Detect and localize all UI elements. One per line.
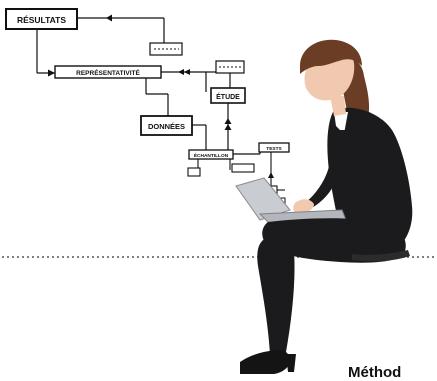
node-tests: TESTS [258,142,290,153]
connector-echantillon-tests [233,150,261,155]
echantillon-sub-boxes [187,159,255,177]
dashed-placeholder-top [149,42,183,56]
node-etude-label: ÉTUDE [216,92,240,101]
node-donnees-label: DONNÉES [148,122,185,131]
connector-donnees-echantillon [192,124,207,150]
node-representativite: REPRÉSENTATIVITÉ [54,65,162,79]
connector-resultats-right [77,14,165,43]
node-tests-label: TESTS [266,146,282,152]
node-echantillon-label: ÉCHANTILLON [194,151,229,159]
connector-resultats-down [36,29,55,77]
node-donnees: DONNÉES [140,115,193,136]
connector-etude-echantillon [224,103,232,150]
node-resultats-label: RÉSULTATS [17,15,66,25]
node-echantillon: ÉCHANTILLON [188,149,234,160]
caption-methodologie: Méthod [348,364,402,381]
node-resultats: RÉSULTATS [5,8,78,30]
connector-representativite-etude [161,69,216,92]
dashed-placeholder-right [215,60,245,88]
node-representativite-label: REPRÉSENTATIVITÉ [76,68,140,77]
connector-representativite-donnees [145,78,169,116]
connector-tests-down [265,152,286,204]
node-etude: ÉTUDE [210,87,246,104]
